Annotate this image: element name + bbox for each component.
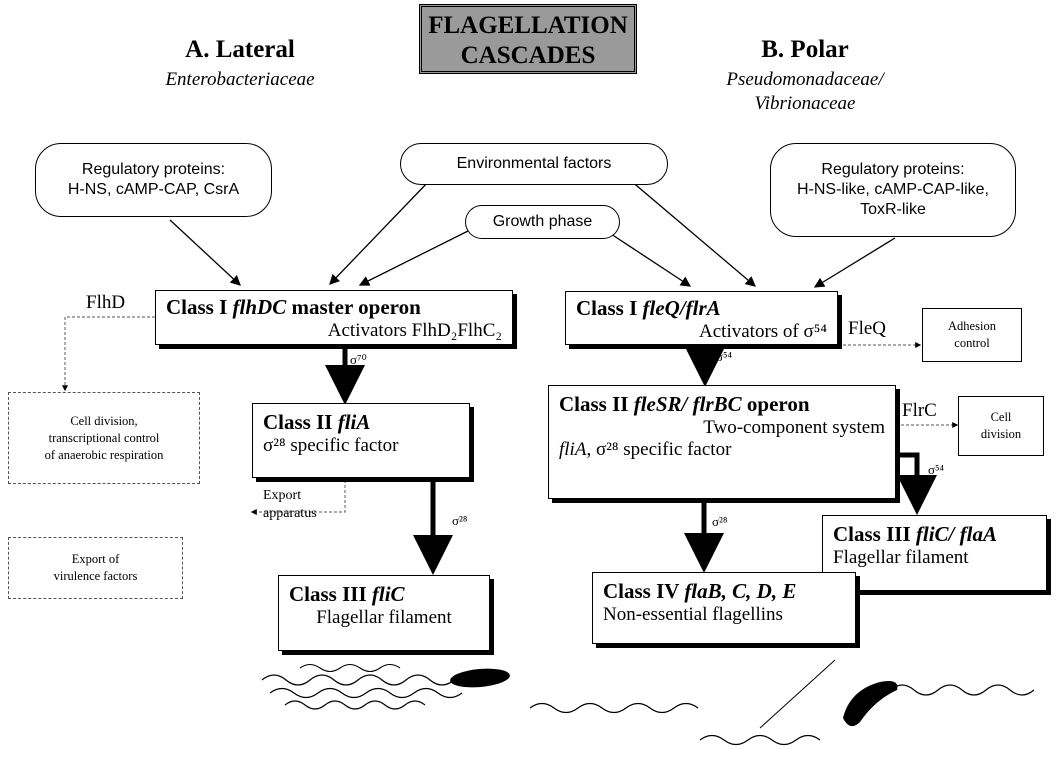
arrow-env-lateral bbox=[329, 179, 431, 285]
cell-division-anaerobic-box: Cell division, transcriptional control o… bbox=[8, 392, 200, 484]
arrow-reg-polar bbox=[813, 237, 896, 288]
polar-class2-sub2-gene: fliA bbox=[559, 439, 587, 460]
environmental-factors-label: Environmental factors bbox=[456, 155, 612, 172]
lateral-class2-box: Class II fliA σ²⁸ specific factor bbox=[252, 403, 470, 478]
reg-polar-line-3: ToxR-like bbox=[860, 201, 926, 218]
lateral-class1-box: Class I flhDC master operon Activators F… bbox=[155, 290, 513, 345]
lateral-bacterium-illustration bbox=[261, 663, 510, 710]
reg-polar-line-1: Regulatory proteins: bbox=[821, 161, 965, 178]
side2-line-2: virulence factors bbox=[53, 569, 138, 583]
flrc-label: FlrC bbox=[902, 400, 937, 421]
lateral-class1-prefix: Class I bbox=[166, 295, 233, 319]
polar-family: Pseudomonadaceae/ Vibrionaceae bbox=[690, 68, 920, 116]
sigma28-lateral-label: σ²⁸ bbox=[452, 513, 468, 528]
title-line-2: CASCADES bbox=[460, 42, 596, 69]
sigma54-side-label: σ⁵⁴ bbox=[928, 462, 945, 477]
polar-class1-box: Class I fleQ/flrA Activators of σ⁵⁴ bbox=[565, 291, 838, 345]
adhesion-line-1: Adhesion bbox=[948, 319, 996, 333]
polar-class2-sub1: Two-component system bbox=[703, 417, 885, 438]
polar-class2-suffix: operon bbox=[741, 392, 810, 416]
regulatory-proteins-polar: Regulatory proteins: H-NS-like, cAMP-CAP… bbox=[770, 143, 1016, 237]
polar-class3-box: Class III fliC/ flaA Flagellar filament bbox=[822, 515, 1047, 591]
sigma70-label: σ⁷⁰ bbox=[350, 352, 367, 367]
polar-class2-title: Class II fleSR/ flrBC operon bbox=[559, 392, 885, 417]
lateral-family: Enterobacteriaceae bbox=[165, 69, 315, 90]
polar-class2-sub2: fliA, σ²⁸ specific factor bbox=[559, 439, 885, 461]
growth-phase-label: Growth phase bbox=[492, 213, 593, 230]
polar-class3-sub: Flagellar filament bbox=[833, 547, 969, 568]
adhesion-line-2: control bbox=[954, 336, 990, 350]
polar-class4-prefix: Class IV bbox=[603, 579, 685, 603]
regulatory-proteins-lateral: Regulatory proteins: H-NS, cAMP-CAP, Csr… bbox=[35, 143, 272, 217]
growth-phase: Growth phase bbox=[465, 205, 620, 239]
reg-lateral-line-1: Regulatory proteins: bbox=[81, 161, 226, 178]
environmental-factors: Environmental factors bbox=[400, 143, 668, 185]
celldiv-line-2: division bbox=[980, 427, 1022, 441]
lateral-class1-suffix: master operon bbox=[286, 295, 421, 319]
polar-class2-gene: fleSR/ flrBC bbox=[633, 392, 742, 416]
polar-class2-sub2-rest: , σ²⁸ specific factor bbox=[586, 439, 732, 460]
side1-line-2: transcriptional control bbox=[48, 430, 160, 445]
fleq-label: FleQ bbox=[848, 318, 886, 339]
polar-class1-sub: Activators of σ⁵⁴ bbox=[699, 321, 827, 342]
polar-bacterium-illustration bbox=[529, 659, 1035, 746]
side1-line-1: Cell division, bbox=[70, 413, 138, 428]
polar-class1-prefix: Class I bbox=[576, 296, 643, 320]
lateral-class2-sub: σ²⁸ specific factor bbox=[263, 435, 399, 456]
export-apparatus-label: Export apparatus bbox=[263, 487, 317, 523]
polar-class4-sub: Non-essential flagellins bbox=[603, 604, 783, 625]
lateral-class3-box: Class III fliC Flagellar filament bbox=[278, 575, 490, 651]
polar-family-line-2: Vibrionaceae bbox=[754, 93, 856, 114]
polar-class4-title: Class IV flaB, C, D, E bbox=[603, 579, 845, 604]
flhd-branch bbox=[62, 316, 155, 392]
export-label-line-1: Export bbox=[263, 488, 302, 503]
polar-heading: B. Polar bbox=[761, 36, 849, 63]
polar-class2-prefix: Class II bbox=[559, 392, 634, 416]
adhesion-control-box: Adhesion control bbox=[922, 308, 1022, 362]
lateral-class3-sub: Flagellar filament bbox=[316, 607, 452, 628]
sigma28-polar-label: σ²⁸ bbox=[712, 514, 728, 529]
side2-line-1: Export of bbox=[71, 552, 120, 566]
lateral-class1-gene: flhDC bbox=[232, 295, 287, 319]
polar-class4-gene: flaB, C, D, E bbox=[684, 579, 797, 603]
reg-polar-line-2: H-NS-like, cAMP-CAP-like, bbox=[796, 181, 989, 198]
polar-class3-prefix: Class III bbox=[833, 522, 916, 546]
polar-family-line-1: Pseudomonadaceae/ bbox=[726, 69, 884, 90]
lateral-class3-prefix: Class III bbox=[289, 582, 372, 606]
arrow-reg-lateral bbox=[169, 219, 241, 286]
polar-class1-gene: fleQ/flrA bbox=[642, 296, 721, 320]
lateral-class2-prefix: Class II bbox=[263, 410, 338, 434]
sigma54-label: σ⁵⁴ bbox=[716, 349, 733, 364]
arrow-growth-polar bbox=[604, 229, 692, 287]
cell-division-polar-box: Cell division bbox=[958, 396, 1044, 456]
polar-class4-box: Class IV flaB, C, D, E Non-essential fla… bbox=[592, 572, 856, 644]
side1-line-3: of anaerobic respiration bbox=[44, 447, 164, 462]
lateral-class1-sub: Activators FlhD₂FlhC₂ bbox=[327, 320, 502, 341]
export-label-line-2: apparatus bbox=[263, 506, 317, 521]
lateral-class3-gene: fliC bbox=[371, 582, 405, 606]
lateral-class3-title: Class III fliC bbox=[289, 582, 479, 607]
diagram-title: FLAGELLATION CASCADES bbox=[419, 4, 637, 74]
reg-lateral-line-2: H-NS, cAMP-CAP, CsrA bbox=[67, 181, 240, 198]
flhd-label: FlhD bbox=[86, 292, 126, 313]
celldiv-line-1: Cell bbox=[990, 410, 1012, 424]
polar-class3-gene: fliC/ flaA bbox=[915, 522, 997, 546]
polar-class1-title: Class I fleQ/flrA bbox=[576, 296, 827, 321]
arrow-growth-lateral bbox=[358, 229, 471, 286]
export-virulence-box: Export of virulence factors bbox=[8, 537, 183, 599]
polar-class2-box: Class II fleSR/ flrBC operon Two-compone… bbox=[548, 385, 896, 499]
lateral-class1-title: Class I flhDC master operon bbox=[166, 295, 502, 320]
lateral-class2-gene: fliA bbox=[337, 410, 371, 434]
arrow-env-polar bbox=[629, 179, 756, 287]
lateral-heading: A. Lateral bbox=[185, 36, 295, 63]
lateral-class2-title: Class II fliA bbox=[263, 410, 459, 435]
title-line-1: FLAGELLATION bbox=[428, 12, 628, 39]
polar-class3-title: Class III fliC/ flaA bbox=[833, 522, 1036, 547]
